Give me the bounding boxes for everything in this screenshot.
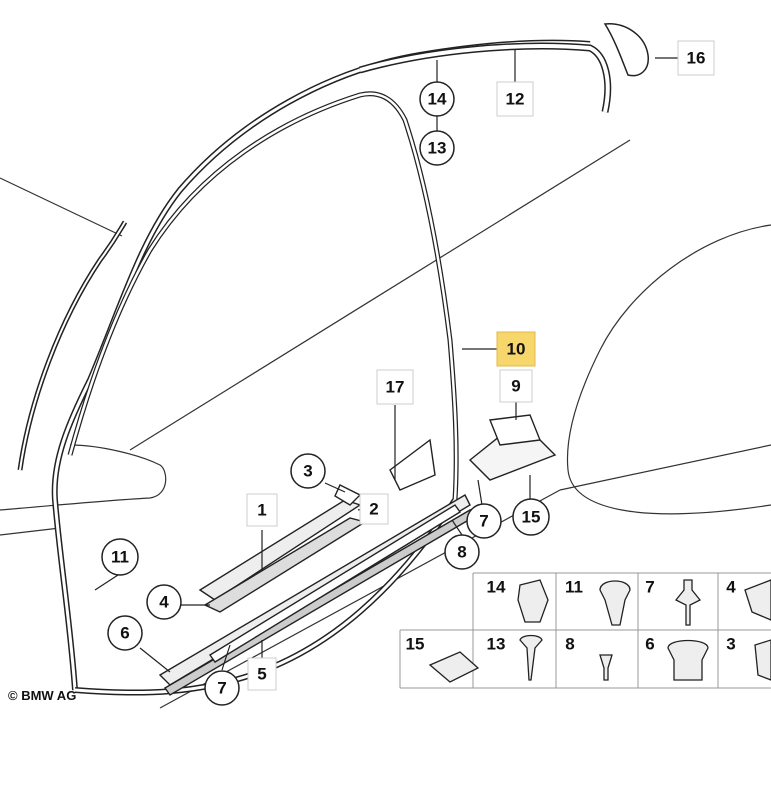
callout-9-label: 9 [511,377,520,396]
screw-13-icon [519,634,543,681]
grid-label-13: 13 [487,635,506,654]
callout-3: 3 [290,453,326,489]
grid-label-6: 6 [645,635,654,654]
callout-8-label: 8 [457,543,466,562]
callout-10: 10 [496,331,536,367]
callout-13: 13 [419,130,455,166]
callout-15-label: 15 [522,508,541,527]
end-cap-part [603,23,649,77]
callout-7-upper-label: 7 [479,512,488,531]
clip-3-icon [754,639,771,681]
clip-nut-14-icon [517,579,549,623]
callout-12-label: 12 [506,90,525,109]
callout-16: 16 [677,40,715,76]
callout-2-label: 2 [369,500,378,519]
callout-17: 17 [376,369,414,405]
callout-9: 9 [499,369,533,403]
callout-7-lower-label: 7 [217,679,226,698]
callout-6-label: 6 [120,624,129,643]
callout-11-label: 11 [111,548,129,567]
grid-label-4: 4 [726,578,736,597]
callout-13-label: 13 [428,139,447,158]
callout-8: 8 [444,534,480,570]
grid-label-14: 14 [487,578,506,597]
callout-2: 2 [359,493,389,525]
callout-5-label: 5 [257,665,266,684]
callout-11: 11 [101,538,139,576]
grid-label-11: 11 [565,578,583,597]
roof-drip-rail [359,42,612,113]
grid-label-15: 15 [406,635,425,654]
callout-15: 15 [512,498,550,536]
screw-8-icon [599,654,613,681]
callout-1: 1 [246,493,278,527]
callout-4-label: 4 [159,593,169,612]
callout-6: 6 [107,615,143,651]
callout-1-label: 1 [257,501,266,520]
copyright-notice: © BMW AG [8,688,77,703]
callout-14-label: 14 [428,90,447,109]
callout-14: 14 [419,81,455,117]
callout-5: 5 [247,657,277,691]
expanding-rivet-11-icon [599,580,631,626]
callout-12: 12 [496,81,534,117]
callout-3-label: 3 [303,462,312,481]
grid-label-3: 3 [726,635,735,654]
callout-17-label: 17 [386,378,405,397]
push-rivet-7-icon [674,579,702,626]
grid-label-8: 8 [565,635,574,654]
callout-7-upper: 7 [466,503,502,539]
grid-label-7: 7 [645,578,654,597]
callout-10-label: 10 [507,340,526,359]
sheet-metal-clip-15-icon [428,651,480,683]
fastener-icons [428,579,771,683]
callout-16-label: 16 [687,49,706,68]
callout-7-lower: 7 [204,670,240,706]
grommet-6-icon [667,639,709,681]
callout-4: 4 [146,584,182,620]
clip-4-icon [744,579,771,621]
